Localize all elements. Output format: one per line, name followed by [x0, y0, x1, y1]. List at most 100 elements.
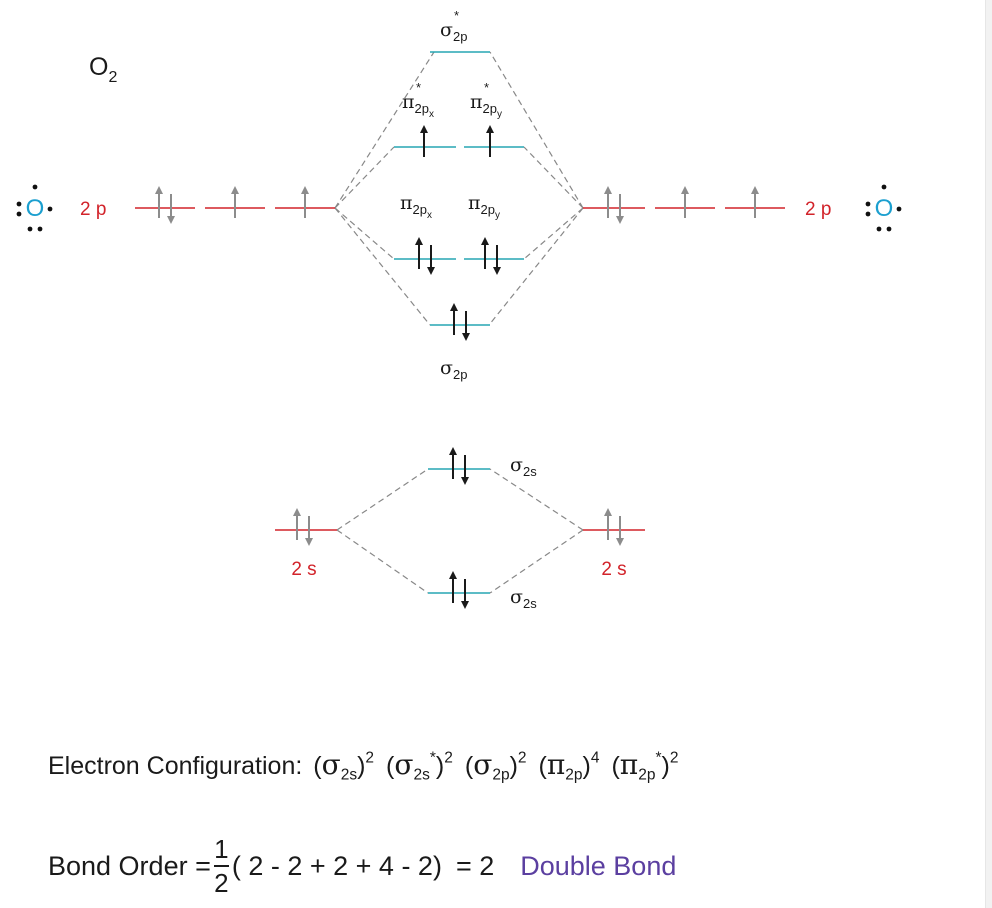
arrow-head: [486, 125, 494, 133]
arrow-head: [415, 237, 423, 245]
arrow-head: [461, 601, 469, 609]
fraction-denominator: 2: [214, 868, 229, 898]
bond-type: Double Bond: [520, 850, 677, 881]
arrow-head: [751, 186, 759, 194]
star-superscript: *: [454, 8, 459, 23]
electron-down-arrow: [462, 311, 470, 341]
fraction-bar: [213, 865, 229, 867]
label-pi-star-2px: π2px*: [402, 80, 434, 120]
correlation-line: [334, 207, 431, 326]
arrow-head: [305, 538, 313, 546]
atomic-2p-label-left: 2 p: [80, 199, 106, 220]
electron-down-arrow: [427, 245, 435, 275]
correlation-line: [489, 51, 584, 209]
lone-pair-dot: [886, 226, 892, 232]
label-pi-2py: π2py: [468, 192, 500, 221]
correlation-line: [523, 207, 584, 260]
arrow-head: [604, 186, 612, 194]
electron-up-arrow: [486, 125, 494, 157]
oxygen-symbol: O: [26, 195, 45, 222]
bond-order-fraction: 1 2: [213, 836, 229, 898]
arrow-head: [462, 333, 470, 341]
electron-configuration-terms: (σ2s)2(σ2s*)2(σ2p)2(π2p)4(π2p*)2: [309, 748, 679, 784]
arrow-head: [155, 186, 163, 194]
electron-up-arrow: [604, 508, 612, 540]
atomic-2s-label-right: 2 s: [601, 559, 626, 580]
electron-up-arrow: [681, 186, 689, 218]
label-sigma-star-2p-text: σ2p: [440, 19, 467, 44]
electron-down-arrow: [616, 194, 624, 224]
lone-pair-dot: [876, 226, 882, 232]
label-pi-2py-text: π2py: [468, 192, 500, 221]
configuration-term: (π2p*)2: [611, 748, 679, 784]
bond-order-label: Bond Order =: [48, 850, 211, 881]
correlation-line: [334, 51, 435, 209]
electron-up-arrow: [231, 186, 239, 218]
configuration-term: (π2p)4: [538, 748, 600, 784]
oxygen-symbol: O: [875, 195, 894, 222]
correlation-line: [488, 207, 584, 326]
label-sigma-2p: σ2p: [440, 357, 467, 382]
correlation-line: [334, 146, 395, 209]
configuration-term: (σ2s*)2: [386, 748, 453, 784]
bond-order: Bond Order = 1 2 ( 2 - 2 + 2 + 4 - 2) = …: [48, 836, 676, 896]
electron-up-arrow: [155, 186, 163, 218]
label-sigma-2s-lower: σ2s: [510, 586, 537, 611]
label-pi-2px-text: π2px: [400, 192, 432, 221]
correlation-line: [489, 468, 584, 531]
arrow-head: [493, 267, 501, 275]
arrow-head: [231, 186, 239, 194]
label-sigma-2s-upper: σ2s: [510, 454, 537, 479]
electron-up-arrow: [604, 186, 612, 218]
electron-down-arrow: [616, 516, 624, 546]
electron-down-arrow: [461, 579, 469, 609]
correlation-line: [489, 529, 584, 594]
arrow-head: [604, 508, 612, 516]
label-sigma-2s-upper-text: σ2s: [510, 454, 537, 479]
lone-pair-dot: [881, 184, 887, 190]
electron-up-arrow: [420, 125, 428, 157]
lewis-oxygen: O: [865, 184, 902, 232]
electron-up-arrow: [415, 237, 423, 269]
star-superscript: *: [484, 80, 489, 95]
label-sigma-2p-text: σ2p: [440, 357, 467, 382]
star-superscript: *: [416, 80, 421, 95]
lone-pair-dot: [16, 201, 22, 207]
arrow-head: [420, 125, 428, 133]
label-pi-star-2px-text: π2px: [402, 91, 434, 120]
electron-up-arrow: [751, 186, 759, 218]
electron-configuration: Electron Configuration: (σ2s)2(σ2s*)2(σ2…: [48, 748, 678, 784]
lewis-oxygen: O: [16, 184, 53, 232]
lone-pair-dot: [32, 184, 38, 190]
electron-down-arrow: [461, 455, 469, 485]
electron-down-arrow: [167, 194, 175, 224]
page-edge: [985, 0, 992, 908]
atomic-2s-label-left: 2 s: [291, 559, 316, 580]
correlation-line: [523, 146, 584, 209]
arrow-head: [681, 186, 689, 194]
lone-pair-dot: [16, 211, 22, 217]
arrow-head: [449, 447, 457, 455]
electron-up-arrow: [481, 237, 489, 269]
arrow-head: [616, 538, 624, 546]
arrow-head: [616, 216, 624, 224]
arrow-head: [167, 216, 175, 224]
lone-pair-dot: [27, 226, 33, 232]
bond-order-result: = 2: [455, 850, 495, 881]
label-sigma-star-2p: σ2p*: [440, 8, 467, 44]
label-pi-star-2py: π2py*: [470, 80, 502, 120]
arrow-head: [481, 237, 489, 245]
label-sigma-2s-lower-text: σ2s: [510, 586, 537, 611]
lone-pair-dot: [896, 206, 902, 212]
correlation-line: [336, 529, 429, 594]
lone-pair-dot: [865, 211, 871, 217]
electron-up-arrow: [301, 186, 309, 218]
electron-up-arrow: [450, 303, 458, 335]
lone-pair-dot: [37, 226, 43, 232]
electron-down-arrow: [493, 245, 501, 275]
arrow-head: [449, 571, 457, 579]
lone-pair-dot: [47, 206, 53, 212]
configuration-term: (σ2s)2: [313, 748, 375, 784]
